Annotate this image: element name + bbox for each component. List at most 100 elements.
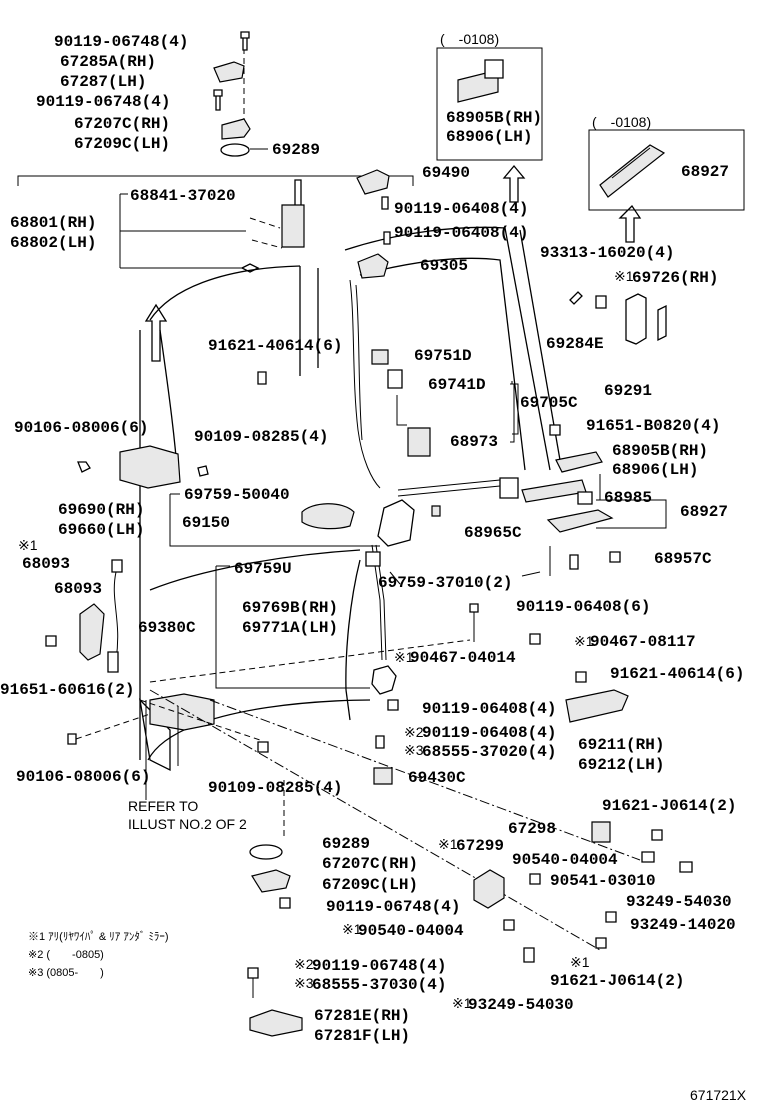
label-l47: 68093 (54, 580, 102, 598)
label-l92: 68555-37030(4) (312, 976, 446, 994)
label-l01: 90119-06748(4) (54, 33, 188, 51)
label-l50: 69380C (138, 619, 196, 637)
label-l68: REFER TO (128, 798, 198, 814)
label-l57: 91621-40614(6) (610, 665, 744, 683)
label-l03: 67287(LH) (60, 73, 146, 91)
label-l13: 68906(LH) (446, 128, 532, 146)
label-l29: 90106-08006(6) (14, 419, 148, 437)
label-l28: 69705C (520, 394, 578, 412)
label-l34: 68906(LH) (612, 461, 698, 479)
label-l62: 90106-08006(6) (16, 768, 150, 786)
label-l89: ※1 (570, 954, 590, 970)
label-l79: 93249-54030 (626, 893, 732, 911)
label-l05: 67207C(RH) (74, 115, 170, 133)
label-l16: 69490 (422, 164, 470, 182)
label-l27: 69291 (604, 382, 652, 400)
label-l55: 90467-04014 (410, 649, 516, 667)
part-labels: 90119-06748(4) 67285A(RH) 67287(LH) 9011… (0, 31, 747, 1103)
label-l24: 69751D (414, 347, 472, 365)
label-l04: 90119-06748(4) (36, 93, 170, 111)
label-l23: 91621-40614(6) (208, 337, 342, 355)
label-l19: 93313-16020(4) (540, 244, 674, 262)
label-l96: 67281F(LH) (314, 1027, 410, 1045)
label-l77: 90541-03010 (550, 872, 656, 890)
label-l94: 93249-54030 (468, 996, 574, 1014)
label-l90: 91621-J0614(2) (550, 972, 684, 990)
label-l35: 69759-50040 (184, 486, 290, 504)
label-l64: 68555-37020(4) (422, 743, 556, 761)
label-l72: ※1 (438, 836, 458, 852)
label-l07: 69289 (272, 141, 320, 159)
label-l45: 69759U (234, 560, 292, 578)
label-l70: 91621-J0614(2) (602, 797, 736, 815)
label-l15: 68927 (681, 163, 729, 181)
label-l56: 91651-60616(2) (0, 681, 134, 699)
label-l08: 68841-37020 (130, 187, 236, 205)
label-l37: 69690(RH) (58, 501, 144, 519)
label-l91: ※3 (294, 975, 314, 991)
label-l30: 90109-08285(4) (194, 428, 328, 446)
label-l44: 68957C (654, 550, 712, 568)
label-l10: 68802(LH) (10, 234, 96, 252)
label-l54: ※1 (394, 649, 414, 665)
label-l12: 68905B(RH) (446, 109, 542, 127)
label-l76: 67207C(RH) (322, 855, 418, 873)
label-l22: 69726(RH) (632, 269, 718, 287)
label-l41: 68965C (464, 524, 522, 542)
label-l43: 68093 (22, 555, 70, 573)
label-l51: 69771A(LH) (242, 619, 338, 637)
label-l65: 69212(LH) (578, 756, 664, 774)
label-l61: 69211(RH) (578, 736, 664, 754)
label-l53: 90467-08117 (590, 633, 696, 651)
label-l52: ※1 (574, 633, 594, 649)
label-l84: ※1 ｱﾘ(ﾘﾔﾜｲﾊﾟ & ﾘｱ ｱﾝﾀﾞ ﾐﾗｰ) (28, 930, 169, 943)
diagram-linework (17, 31, 745, 1037)
label-l11: ( -0108) (440, 31, 499, 47)
label-l36: 68985 (604, 489, 652, 507)
label-l48: 69769B(RH) (242, 599, 338, 617)
label-l38: 69660(LH) (58, 521, 144, 539)
label-l83: 90540-04004 (358, 922, 464, 940)
label-l25: 69284E (546, 335, 604, 353)
label-l20: 69305 (420, 257, 468, 275)
label-l87: ※2 (294, 956, 314, 972)
label-l74: 69289 (322, 835, 370, 853)
label-l93: ※1 (452, 995, 472, 1011)
label-l73: 67299 (456, 837, 504, 855)
label-l06: 67209C(LH) (74, 135, 170, 153)
diagram-id: 671721X (690, 1087, 747, 1103)
label-l63: ※3 (404, 742, 424, 758)
label-l26: 69741D (428, 376, 486, 394)
label-l49: 90119-06408(6) (516, 598, 650, 616)
label-l09: 68801(RH) (10, 214, 96, 232)
label-l17: 90119-06408(4) (394, 200, 528, 218)
label-l71: 67298 (508, 820, 556, 838)
label-l67: 69430C (408, 769, 466, 787)
label-l31: 68973 (450, 433, 498, 451)
label-l32: 91651-B0820(4) (586, 417, 720, 435)
label-l78: 67209C(LH) (322, 876, 418, 894)
label-l82: ※1 (342, 921, 362, 937)
label-l88: 90119-06748(4) (312, 957, 446, 975)
label-l86: ※3 (0805- ) (28, 967, 104, 979)
label-l02: 67285A(RH) (60, 53, 156, 71)
label-l81: 93249-14020 (630, 916, 736, 934)
label-l18: 90119-06408(4) (394, 224, 528, 242)
label-l60: 90119-06408(4) (422, 724, 556, 742)
label-l33: 68905B(RH) (612, 442, 708, 460)
label-l75: 90540-04004 (512, 851, 618, 869)
label-l46: 69759-37010(2) (378, 574, 512, 592)
label-l69: ILLUST NO.2 OF 2 (128, 816, 247, 832)
label-l14: ( -0108) (592, 114, 651, 130)
label-l21: ※1 (614, 268, 634, 284)
label-l85: ※2 ( -0805) (28, 949, 104, 961)
label-l95: 67281E(RH) (314, 1007, 410, 1025)
label-l59: ※2 (404, 724, 424, 740)
label-l66: 90109-08285(4) (208, 779, 342, 797)
label-l39: 69150 (182, 514, 230, 532)
label-l80: 90119-06748(4) (326, 898, 460, 916)
label-l42: ※1 (18, 537, 38, 553)
label-l40: 68927 (680, 503, 728, 521)
label-l58: 90119-06408(4) (422, 700, 556, 718)
